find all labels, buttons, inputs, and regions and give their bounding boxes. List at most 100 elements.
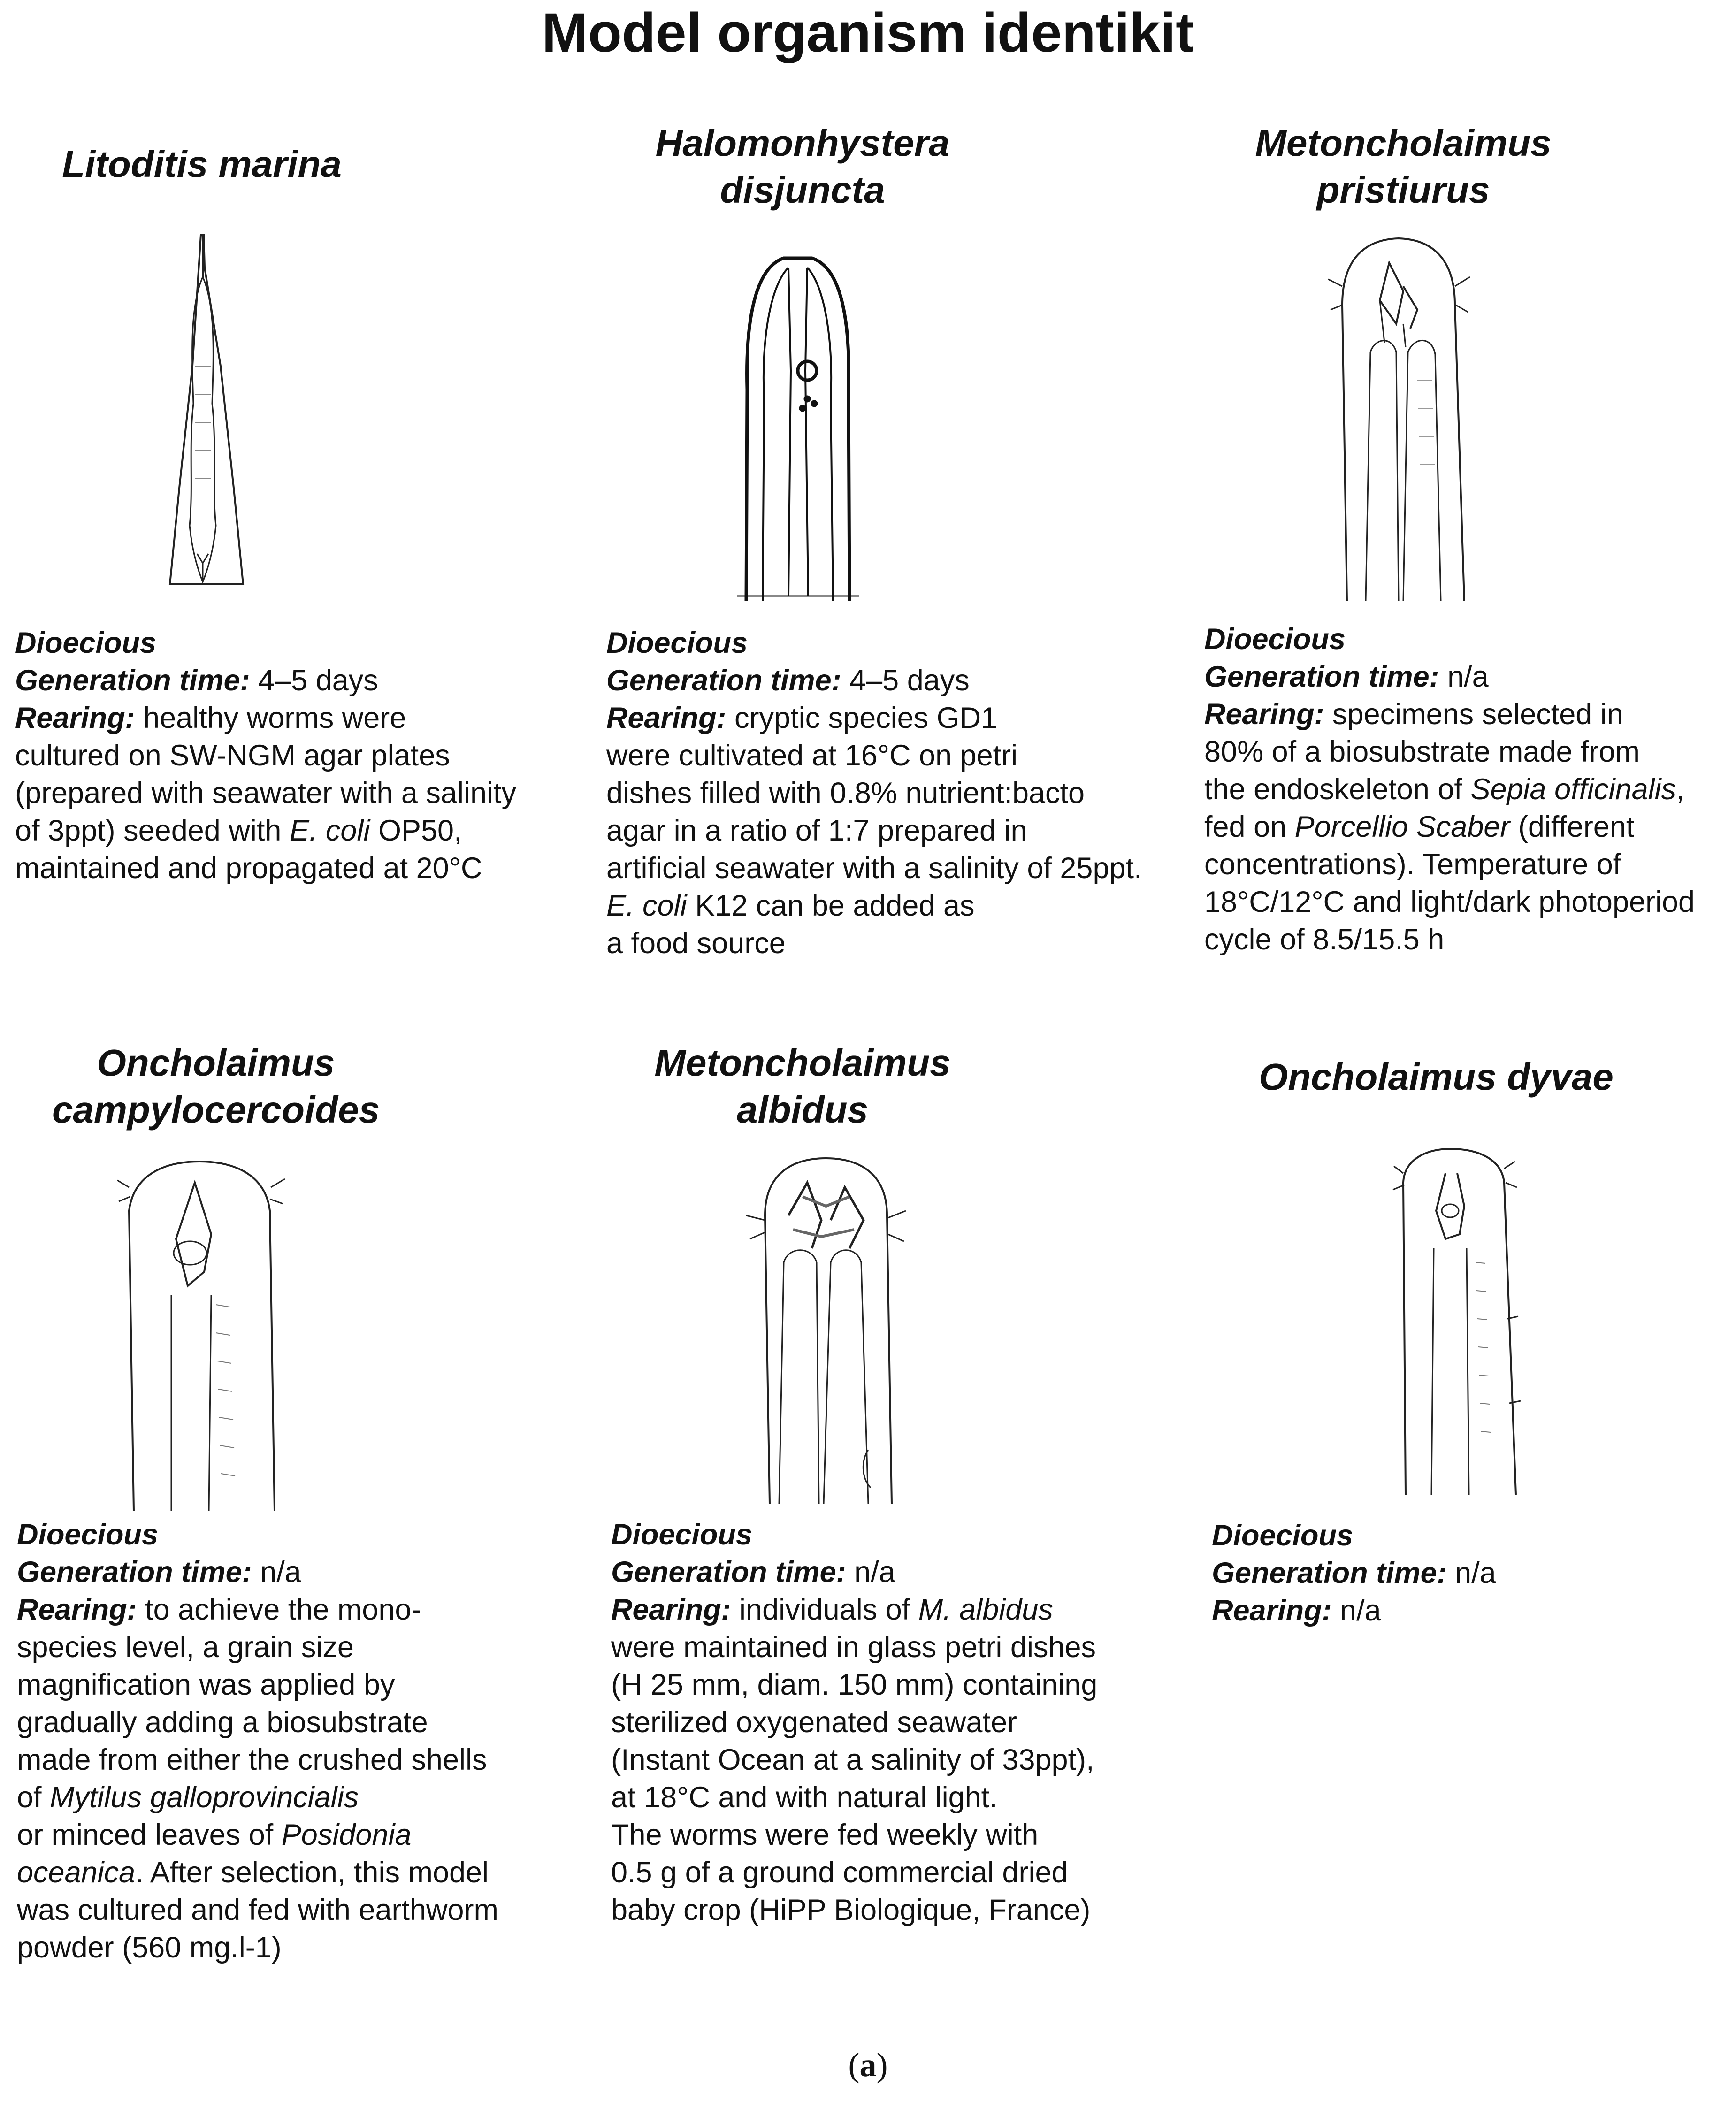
italic-taxon-text: Sepia officinalis [1470,773,1676,806]
rearing-text-segment: gradually adding a biosubstrate [17,1706,428,1739]
rearing-line: magnification was applied by [17,1666,589,1704]
rearing-text-segment: , [1676,773,1684,806]
rearing-text-segment: (H 25 mm, diam. 150 mm) containing [611,1668,1098,1701]
rearing-text-segment: specimens selected in [1324,698,1623,731]
rearing-line: powder (560 mg.l-1) [17,1929,589,1966]
litoditis-marina-head-drawing [150,225,263,591]
rearing-text-segment: of 3ppt) seeded with [15,814,290,847]
rearing-text-segment: n/a [1331,1594,1381,1627]
rearing-line: gradually adding a biosubstrate [17,1704,589,1741]
rearing-text-segment: species level, a grain size [17,1631,354,1664]
rearing-line: E. coli K12 can be added as [606,887,1193,925]
generation-time-line: Generation time: 4–5 days [606,664,970,697]
rearing-text-segment: cultured on SW-NGM agar plates [15,739,450,772]
rearing-label: Rearing: [611,1593,731,1626]
rearing-line: 0.5 g of a ground commercial dried [611,1854,1198,1891]
italic-taxon-text: M. albidus [918,1593,1053,1626]
rearing-text-segment: (prepared with seawater with a salinity [15,777,516,810]
rearing-text-segment: or minced leaves of [17,1819,282,1851]
species-name-oncholaimus-dyvae: Oncholaimus dyvae [1259,1056,1614,1098]
rearing-line: the endoskeleton of Sepia officinalis, [1204,771,1730,808]
dioecious-label: Dioecious [1204,623,1346,656]
rearing-line: of 3ppt) seeded with E. coli OP50, [15,812,555,849]
oncholaimus-campylocercoides-info: Dioecious Generation time: n/a Rearing: … [17,1516,589,1966]
italic-taxon-text: E. coli [289,814,370,847]
generation-time-line: Generation time: n/a [17,1556,301,1589]
rearing-line: (prepared with seawater with a salinity [15,774,555,812]
rearing-line: sterilized oxygenated seawater [611,1704,1198,1741]
italic-taxon-text: Porcellio Scaber [1294,810,1510,843]
rearing-line: at 18°C and with natural light. [611,1779,1198,1816]
rearing-label: Rearing: [606,702,727,734]
rearing-text-segment: cryptic species GD1 [726,702,998,734]
dioecious-label: Dioecious [17,1518,159,1551]
rearing-text-segment: baby crop (HiPP Biologique, France) [611,1894,1091,1926]
rearing-line: a food source [606,925,1193,962]
rearing-text-segment: concentrations). Temperature of [1204,848,1621,881]
halomonhystera-disjuncta-head-drawing [718,249,878,605]
rearing-text-segment: artificial seawater with a salinity of 2… [606,852,1142,885]
halomonhystera-disjuncta-info: Dioecious Generation time: 4–5 days Rear… [606,624,1193,962]
rearing-text-segment: individuals of [731,1593,918,1626]
rearing-line: 80% of a biosubstrate made from [1204,733,1730,771]
rearing-line: cycle of 8.5/15.5 h [1204,921,1730,958]
rearing-text-segment: K12 can be added as [687,889,975,922]
rearing-text-segment: 0.5 g of a ground commercial dried [611,1856,1068,1889]
rearing-text: Rearing: healthy worms were cultured on S… [15,699,555,887]
rearing-text-segment: fed on [1204,810,1295,843]
rearing-label: Rearing: [1212,1594,1332,1627]
metoncholaimus-pristiurus-info: Dioecious Generation time: n/a Rearing: … [1204,620,1730,958]
rearing-text-segment: made from either the crushed shells [17,1743,487,1776]
rearing-line: were maintained in glass petri dishes [611,1628,1198,1666]
rearing-line: (H 25 mm, diam. 150 mm) containing [611,1666,1198,1704]
rearing-line: artificial seawater with a salinity of 2… [606,849,1193,887]
italic-taxon-text: E. coli [606,889,687,922]
rearing-line: of Mytilus galloprovincialis [17,1779,589,1816]
rearing-text-segment: were maintained in glass petri dishes [611,1631,1096,1664]
rearing-line: oceanica. After selection, this model [17,1854,589,1891]
rearing-text-segment: (Instant Ocean at a salinity of 33ppt), [611,1743,1094,1776]
metoncholaimus-albidus-info: Dioecious Generation time: n/a Rearing: … [611,1516,1198,1929]
rearing-line: Rearing: individuals of M. albidus [611,1591,1198,1628]
italic-taxon-text: Posidonia [281,1819,412,1851]
dioecious-label: Dioecious [611,1518,753,1551]
italic-taxon-text: Mytilus galloprovincialis [50,1781,359,1814]
rearing-text-segment: dishes filled with 0.8% nutrient:bacto [606,777,1085,810]
rearing-text-segment: agar in a ratio of 1:7 prepared in [606,814,1027,847]
rearing-text-segment: healthy worms were [135,702,406,734]
rearing-line: (Instant Ocean at a salinity of 33ppt), [611,1741,1198,1779]
rearing-text-segment: sterilized oxygenated seawater [611,1706,1017,1739]
rearing-text-segment: powder (560 mg.l-1) [17,1931,282,1964]
rearing-text-segment: to achieve the mono- [137,1593,421,1626]
species-name-oncholaimus-campylocercoides: Oncholaimus campylocercoides [52,1042,380,1131]
oncholaimus-dyvae-info: Dioecious Generation time: n/a Rearing: … [1212,1517,1728,1629]
italic-taxon-text: oceanica [17,1856,136,1889]
rearing-text: Rearing: to achieve the mono-species lev… [17,1591,589,1966]
rearing-line: 18°C/12°C and light/dark photoperiod [1204,883,1730,921]
rearing-line: fed on Porcellio Scaber (different [1204,808,1730,846]
rearing-label: Rearing: [15,702,135,734]
generation-time-line: Generation time: 4–5 days [15,664,378,697]
rearing-line: Rearing: specimens selected in [1204,696,1730,733]
dioecious-label: Dioecious [606,627,748,659]
rearing-text-segment: at 18°C and with natural light. [611,1781,998,1814]
rearing-line: was cultured and fed with earthworm [17,1891,589,1929]
rearing-text: Rearing: n/a [1212,1592,1728,1629]
rearing-text-segment: 80% of a biosubstrate made from [1204,735,1640,768]
rearing-text-segment: of [17,1781,50,1814]
rearing-text-segment: (different [1510,810,1635,843]
rearing-line: concentrations). Temperature of [1204,846,1730,883]
litoditis-marina-info: Dioecious Generation time: 4–5 days Rear… [15,624,555,887]
species-name-metoncholaimus-pristiurus: Metoncholaimus pristiurus [1255,122,1552,211]
oncholaimus-campylocercoides-head-drawing [115,1154,289,1516]
rearing-text-segment: a food source [606,927,786,960]
figure-title: Model organism identikit [542,2,1194,64]
rearing-text-segment: OP50, [370,814,462,847]
rearing-text-segment: magnification was applied by [17,1668,395,1701]
generation-time-line: Generation time: n/a [1212,1557,1496,1590]
rearing-line: dishes filled with 0.8% nutrient:bacto [606,774,1193,812]
dioecious-label: Dioecious [1212,1519,1354,1552]
